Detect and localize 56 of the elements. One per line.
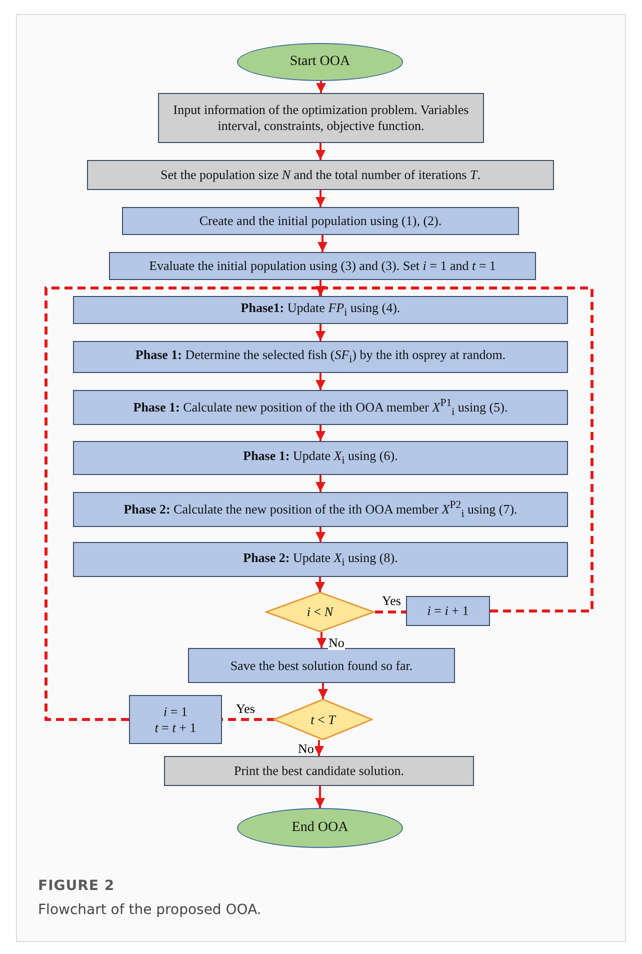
box-text: t = t + 1 bbox=[154, 720, 196, 736]
box-text: Evaluate the initial population using (3) and (3). Set i = 1 and t = 1 bbox=[149, 258, 496, 274]
connector-line bbox=[375, 610, 406, 614]
box-text: i = 1 bbox=[164, 704, 188, 720]
arrow bbox=[316, 143, 326, 160]
process-box bbox=[158, 93, 484, 143]
process-box bbox=[122, 207, 519, 235]
figure-caption: Flowchart of the proposed OOA. bbox=[38, 902, 262, 918]
edge-label: No bbox=[297, 742, 315, 756]
condition-text: i < N bbox=[306, 604, 334, 620]
arrow bbox=[316, 632, 326, 648]
box-text: Create and the initial population using (1), (2). bbox=[199, 213, 442, 229]
box-text: Phase 1: Update X$_{i}$ using (6). bbox=[243, 448, 398, 468]
arrow bbox=[44, 286, 326, 721]
arrow bbox=[316, 81, 326, 93]
edge-label: Yes bbox=[235, 702, 256, 716]
figure-label: FIGURE 2 bbox=[38, 878, 115, 894]
box-text: Save the best solution found so far. bbox=[230, 658, 413, 674]
box-text: i = i + 1 bbox=[427, 603, 469, 619]
arrow bbox=[318, 235, 328, 252]
box-text: Phase 2: Calculate the new position of the ith OOA member X$^{P2}$$_{i}$ using (7). bbox=[124, 498, 518, 520]
arrow bbox=[316, 373, 326, 390]
arrow bbox=[316, 425, 326, 441]
box-text: Phase 1: Determine the selected fish (SF$_{i}$) by the ith osprey at random. bbox=[135, 347, 506, 367]
box-text: Phase 1: Calculate new position of the ith OOA member X$^{P1}$$_{i}$ using (5). bbox=[133, 396, 508, 418]
process-box bbox=[73, 492, 568, 527]
process-box bbox=[109, 252, 536, 280]
process-box bbox=[73, 542, 568, 577]
process-box bbox=[129, 695, 222, 744]
process-box bbox=[73, 296, 568, 324]
condition-text: t < T bbox=[310, 712, 336, 728]
process-box bbox=[73, 341, 568, 373]
arrow bbox=[318, 683, 328, 699]
process-box bbox=[87, 160, 554, 190]
box-text: Input information of the optimization problem. Variables interval, constraints, objective function. bbox=[172, 102, 470, 134]
edge-label: No bbox=[328, 636, 346, 650]
box-text: Start OOA bbox=[290, 54, 350, 70]
process-box bbox=[406, 596, 490, 626]
box-text: End OOA bbox=[292, 820, 348, 836]
arrow bbox=[316, 475, 326, 492]
arrow bbox=[316, 527, 326, 542]
process-box bbox=[164, 756, 474, 786]
arrow bbox=[314, 740, 324, 756]
process-box bbox=[73, 441, 568, 475]
arrow bbox=[316, 190, 326, 207]
connector-line bbox=[222, 718, 275, 721]
box-text: Set the population size N and the total number of iterations T. bbox=[160, 167, 480, 183]
box-text: Phase1: Update FP$_{i}$ using (4). bbox=[240, 300, 400, 320]
arrow bbox=[316, 324, 326, 341]
arrow bbox=[315, 577, 325, 592]
process-box bbox=[188, 648, 455, 683]
process-box bbox=[73, 390, 568, 425]
arrow bbox=[315, 786, 325, 808]
edge-label: Yes bbox=[381, 594, 402, 608]
box-text: Phase 2: Update X$_{i}$ using (8). bbox=[243, 550, 398, 570]
box-text: Print the best candidate solution. bbox=[234, 763, 404, 779]
